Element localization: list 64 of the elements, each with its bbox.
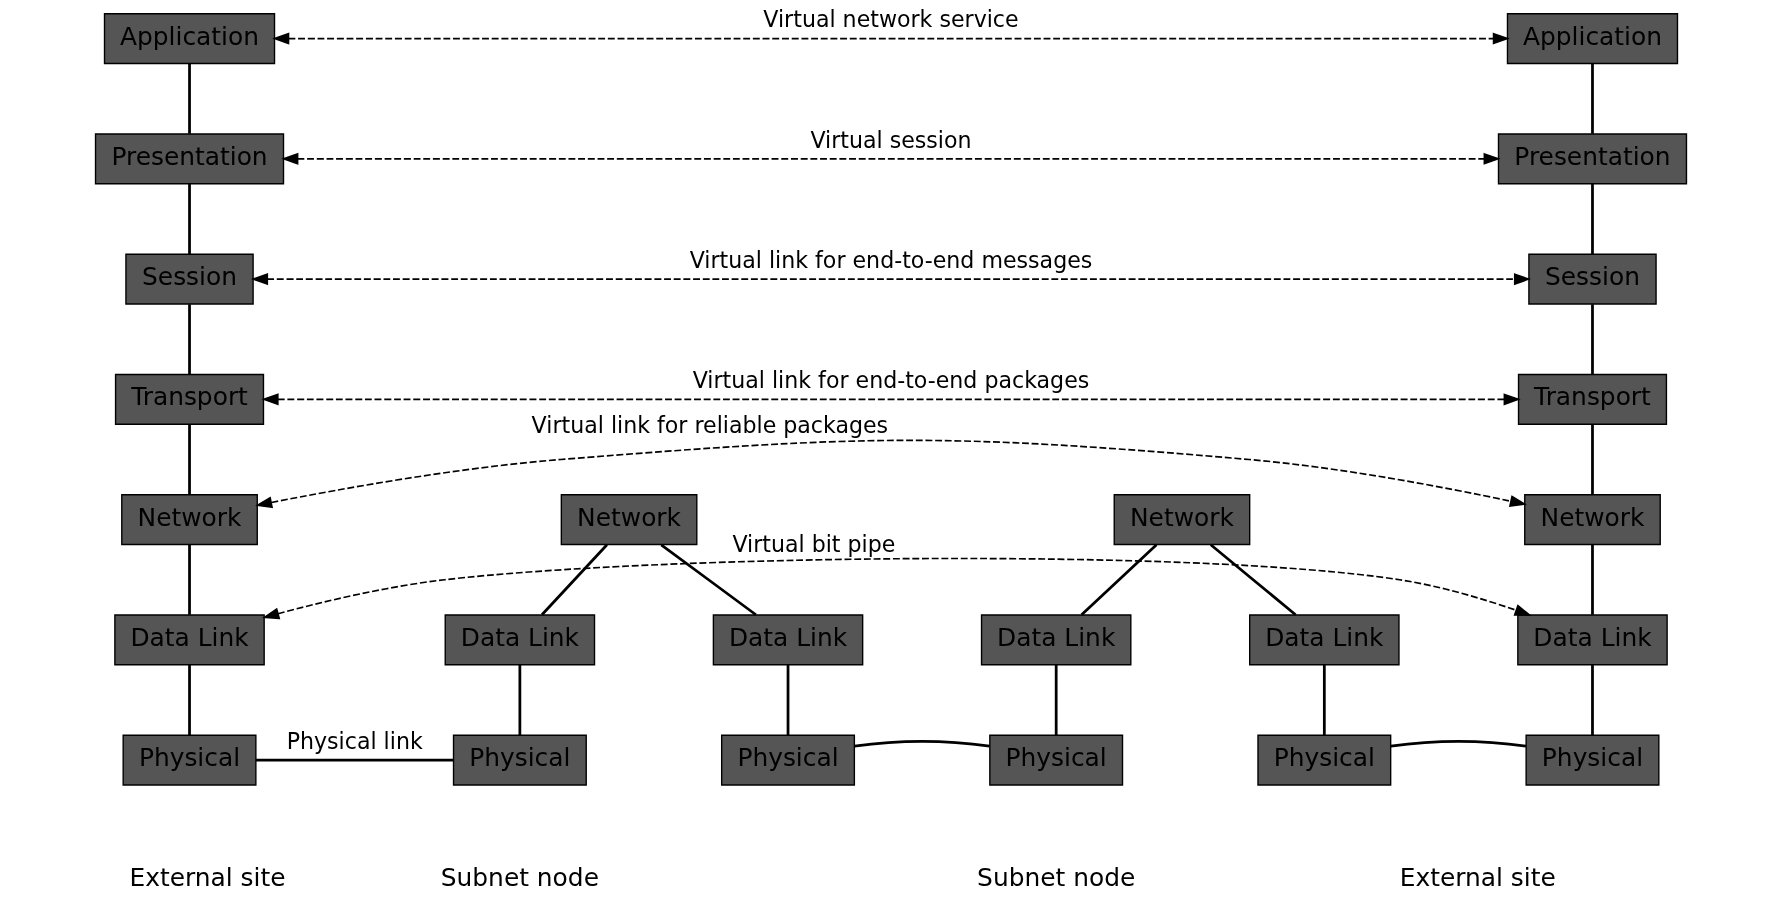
node-box: Presentation: [1497, 133, 1687, 185]
node-box: Network: [1523, 494, 1661, 546]
node-box: Physical: [988, 734, 1123, 786]
node-box: Network: [560, 494, 697, 546]
node-box: Session: [1527, 253, 1657, 305]
arrow: [250, 273, 1531, 286]
edge-label: Virtual bit pipe: [731, 530, 895, 557]
connector: [1209, 543, 1296, 616]
connector: [1054, 665, 1058, 735]
edge-label: Physical link: [286, 727, 423, 754]
label: External site: [128, 863, 286, 893]
connector: [786, 665, 789, 735]
node-box: Network: [120, 494, 258, 546]
connector: [540, 543, 608, 616]
connector: [659, 543, 757, 616]
connector: [1590, 184, 1594, 254]
node-box: Application: [1506, 13, 1678, 65]
connector: [1590, 544, 1594, 615]
connector: [1322, 665, 1326, 735]
arrow: [254, 439, 1527, 509]
connector: [518, 665, 521, 735]
node-box: Data Link: [444, 614, 595, 666]
node-box: Session: [124, 253, 254, 305]
node-box: Transport: [1517, 373, 1667, 425]
arrow: [261, 557, 1532, 620]
connector: [187, 665, 191, 735]
edge-label: Virtual session: [809, 126, 972, 153]
connector: [187, 304, 191, 375]
label: External site: [1399, 863, 1556, 893]
label: Subnet node: [440, 863, 599, 893]
connector: [1390, 740, 1526, 748]
node-box: Data Link: [980, 614, 1131, 666]
node-box: Data Link: [113, 614, 265, 666]
node-box: Network: [1113, 494, 1250, 546]
arrow: [271, 32, 1510, 45]
connector: [1590, 63, 1594, 134]
edge-label: Virtual link for end-to-end messages: [689, 246, 1092, 273]
connector: [187, 424, 191, 495]
connector: [255, 758, 454, 762]
arrow: [260, 393, 1521, 406]
node-box: Data Link: [1248, 614, 1400, 666]
arrow: [280, 152, 1501, 165]
node-box: Data Link: [1516, 614, 1668, 666]
connector: [853, 740, 990, 748]
edge-label: Virtual link for end-to-end packages: [692, 367, 1089, 394]
node-box: Presentation: [94, 133, 284, 185]
connector: [187, 184, 191, 254]
node-box: Physical: [1524, 734, 1659, 786]
edge-label: Virtual network service: [762, 6, 1019, 33]
node-box: Physical: [1256, 734, 1391, 786]
node-box: Physical: [720, 734, 855, 786]
connector: [1590, 424, 1594, 495]
node-box: Application: [103, 13, 275, 65]
node-box: Data Link: [712, 614, 863, 666]
node-box: Transport: [114, 373, 264, 425]
edge-label: Virtual link for reliable packages: [531, 412, 888, 439]
connector: [187, 63, 191, 134]
node-box: Physical: [122, 734, 257, 786]
connector: [1080, 543, 1157, 616]
connector: [1590, 665, 1594, 735]
connector: [1590, 304, 1594, 375]
label: Subnet node: [976, 863, 1135, 893]
connector: [187, 544, 191, 615]
node-box: Physical: [452, 734, 587, 786]
